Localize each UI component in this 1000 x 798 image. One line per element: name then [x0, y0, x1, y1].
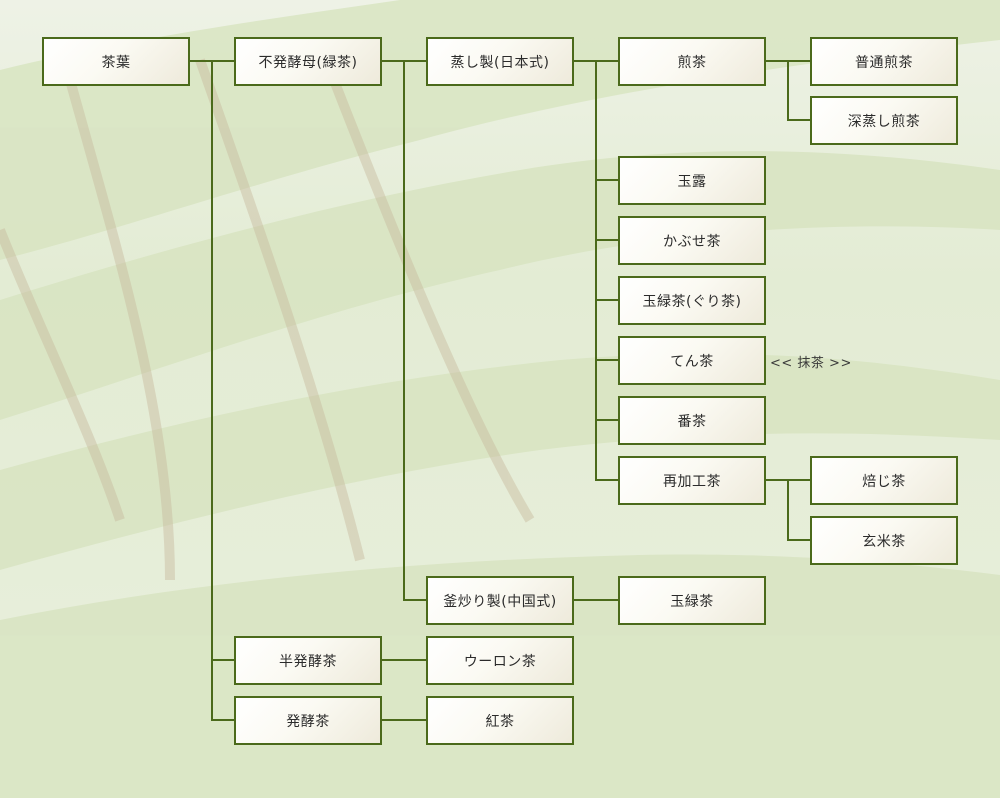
node-oolong-tea: ウーロン茶	[426, 636, 574, 685]
node-kabusecha: かぶせ茶	[618, 216, 766, 265]
node-regular-sencha: 普通煎茶	[810, 37, 958, 86]
node-pan-fired-tamaryokucha: 玉緑茶	[618, 576, 766, 625]
node-unfermented-green-tea: 不発酵母(緑茶)	[234, 37, 382, 86]
tencha-note-matcha: << 抹茶 >>	[770, 356, 852, 371]
node-gyokuro: 玉露	[618, 156, 766, 205]
node-reprocessed-tea: 再加工茶	[618, 456, 766, 505]
node-fermented-tea: 発酵茶	[234, 696, 382, 745]
node-tea-leaf: 茶葉	[42, 37, 190, 86]
node-genmaicha: 玄米茶	[810, 516, 958, 565]
node-deep-steamed-sencha: 深蒸し煎茶	[810, 96, 958, 145]
node-tencha: てん茶	[618, 336, 766, 385]
node-tamaryokucha: 玉緑茶(ぐり茶)	[618, 276, 766, 325]
node-pan-fired-chinese: 釜炒り製(中国式)	[426, 576, 574, 625]
node-semi-fermented-tea: 半発酵茶	[234, 636, 382, 685]
node-sencha: 煎茶	[618, 37, 766, 86]
node-black-tea: 紅茶	[426, 696, 574, 745]
node-bancha: 番茶	[618, 396, 766, 445]
node-hojicha: 焙じ茶	[810, 456, 958, 505]
node-steamed-japanese: 蒸し製(日本式)	[426, 37, 574, 86]
